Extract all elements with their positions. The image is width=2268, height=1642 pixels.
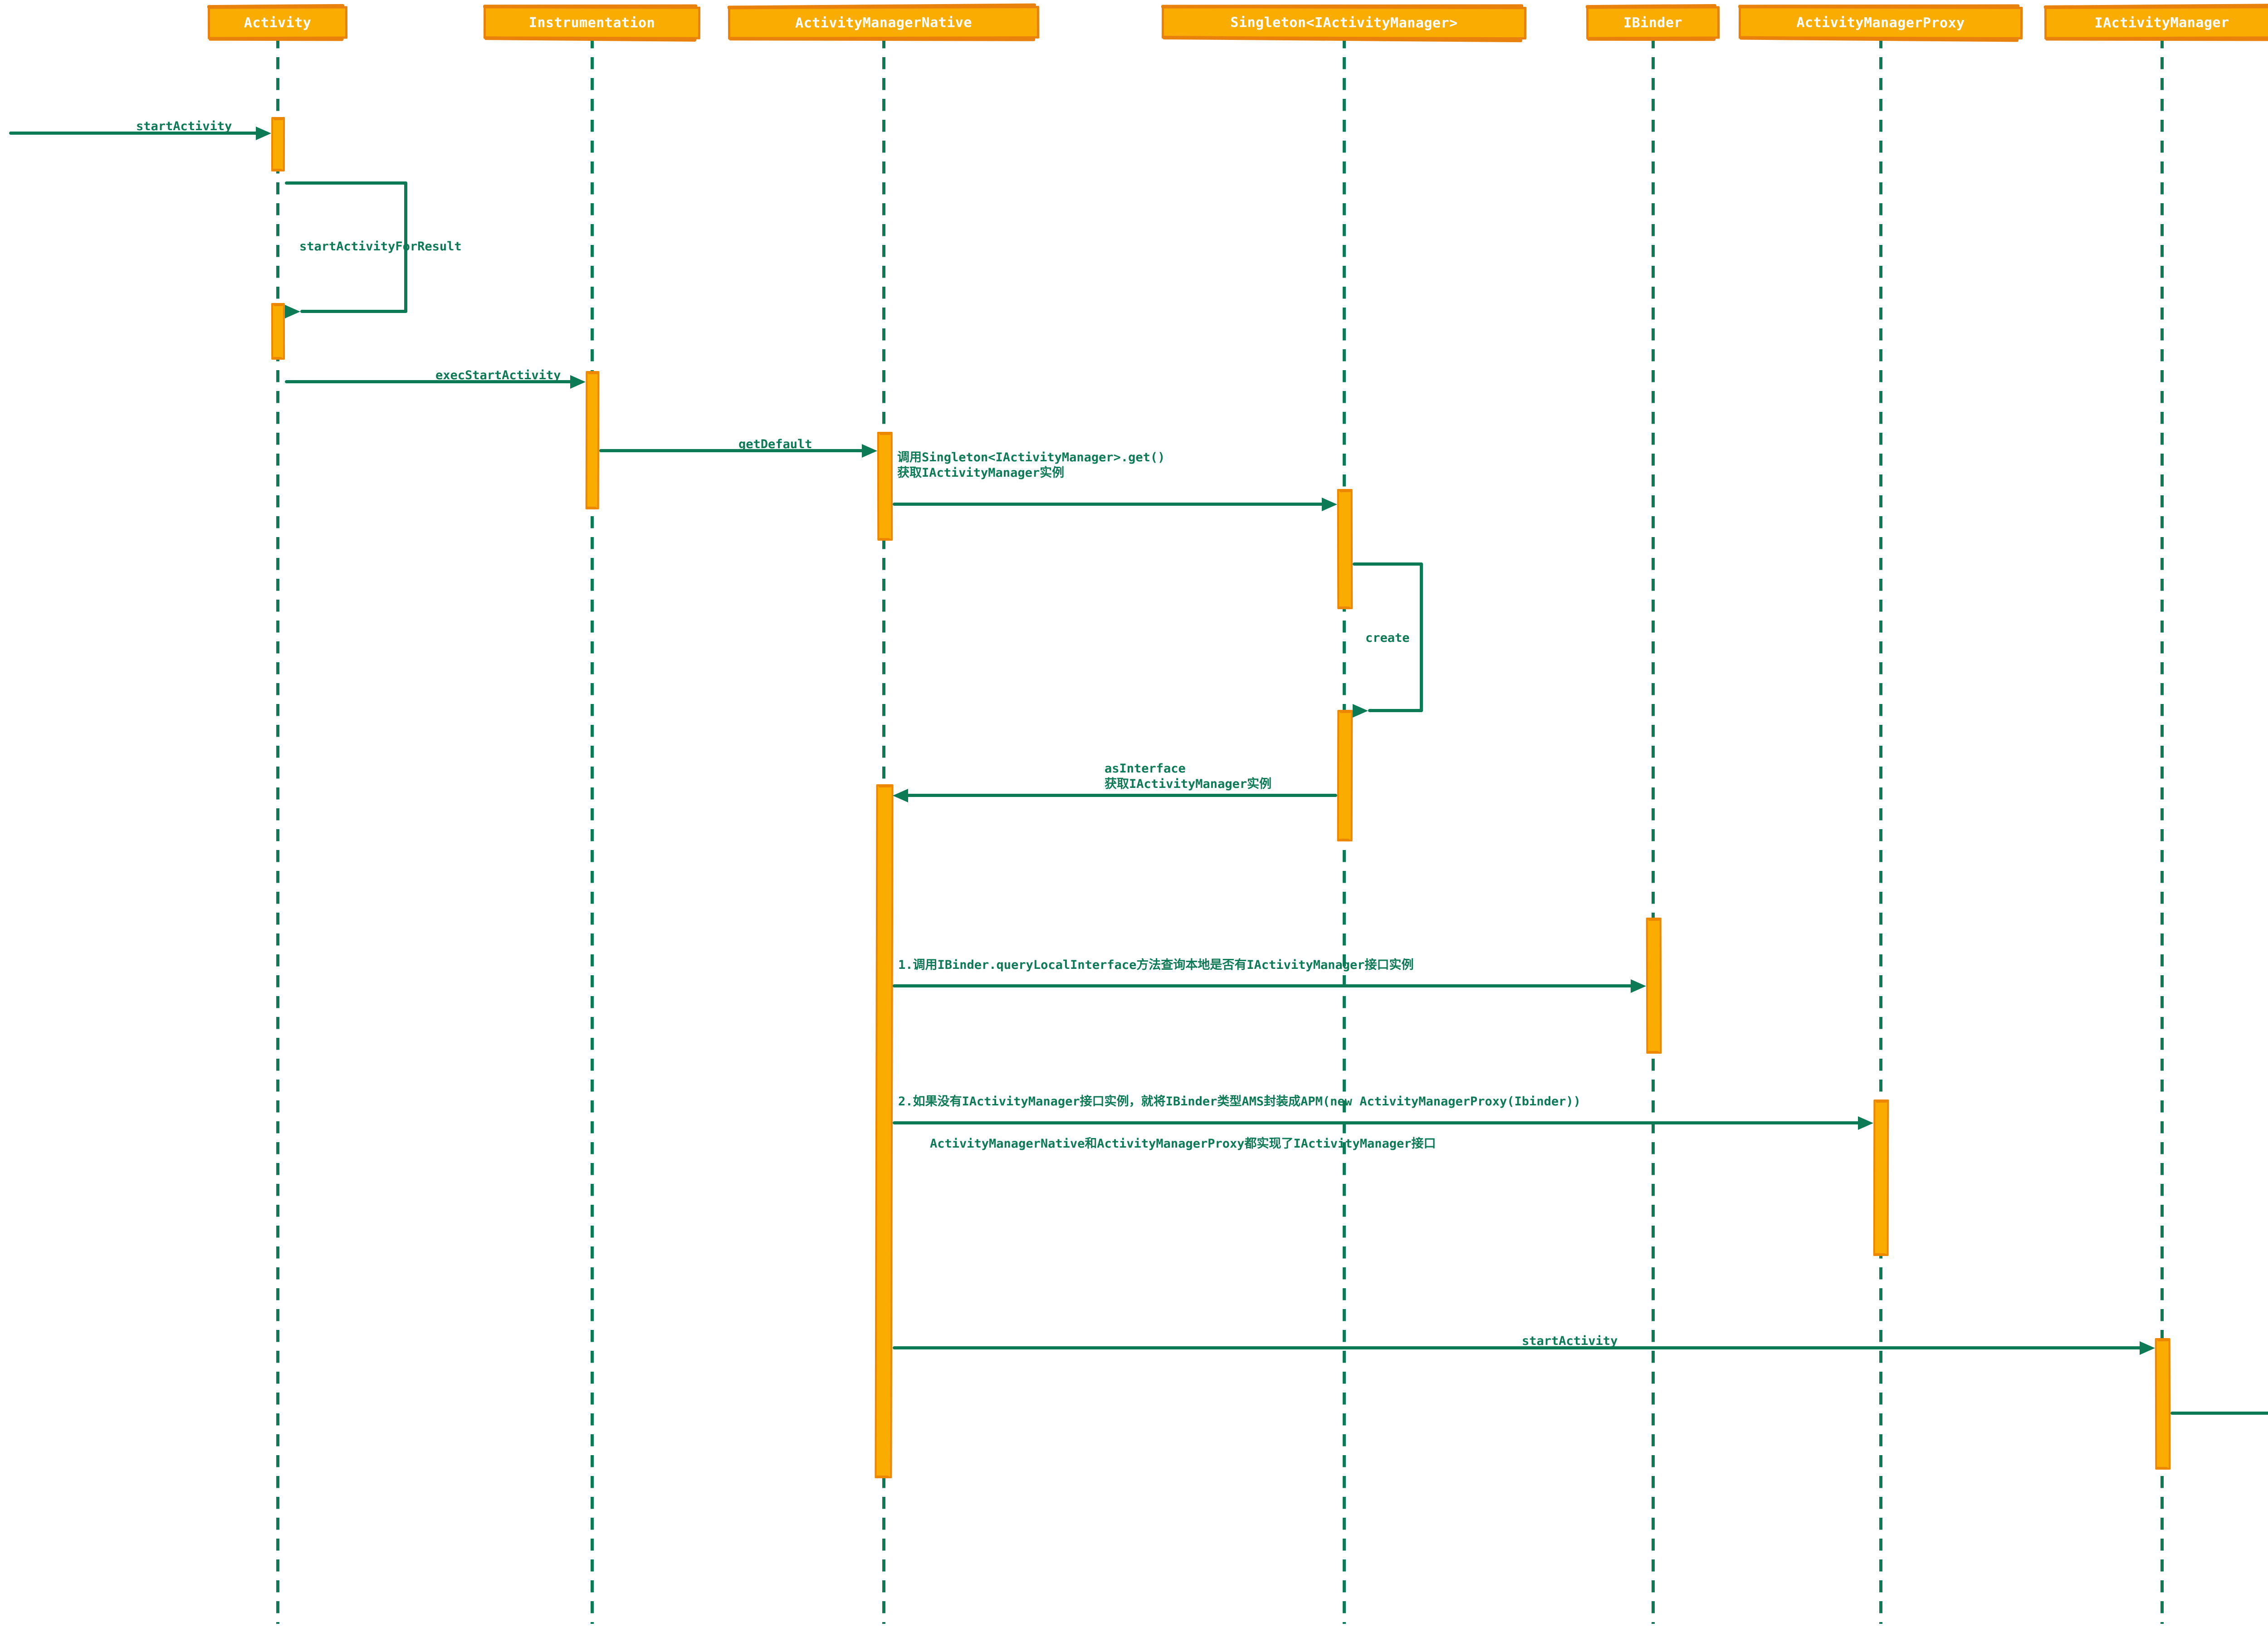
participant-activitymanagerproxy[interactable]: ActivityManagerProxy [1738,6,2023,39]
message-label-m5: 调用Singleton<IActivityManager>.get()获取IAc… [897,450,1165,481]
message-arrowhead [1322,498,1337,511]
participant-iactivitymanager[interactable]: IActivityManager [2044,6,2268,39]
message-line [893,1346,2141,1349]
activation-bar-activity [271,303,285,360]
participant-label: IBinder [1623,15,1683,31]
activation-bar-activitymanagerproxy [1873,1099,1889,1256]
message-arrowhead [893,789,908,802]
activation-bar-instrumentation [585,371,600,510]
message-label-m2: startActivityForResult [299,239,462,254]
self-message-arrowhead [285,305,300,318]
message-line [893,503,1324,506]
message-label-line: 1.调用IBinder.queryLocalInterface方法查询本地是否有… [898,958,1414,972]
activation-bar-iactivitymanager [2155,1338,2171,1470]
message-label-line: execStartActivity [435,368,561,382]
message-label-m1: startActivity [136,119,232,134]
message-line [9,132,258,135]
lifeline-activitymanagerproxy [1879,36,1882,1624]
message-line [893,984,1633,987]
message-note-m9: ActivityManagerNative和ActivityManagerPro… [930,1136,1436,1152]
lifeline-ibinder [1652,36,1655,1624]
message-label-line: 2.如果没有IActivityManager接口实例，就将IBinder类型AM… [898,1095,1581,1109]
self-message-top-segment [1353,562,1423,566]
message-label-line: asInterface [1105,762,1186,776]
message-label-line: 调用Singleton<IActivityManager>.get() [897,450,1165,464]
message-label-line: getDefault [738,437,812,451]
message-line [285,380,572,383]
lifeline-activity [276,36,279,1624]
self-message-bottom-segment [1368,709,1423,712]
message-label-line: startActivityForResult [299,239,462,254]
activation-bar-activitymanagernative [875,784,894,1479]
self-message-m6[interactable] [1353,562,1423,718]
participant-label: IActivityManager [2094,15,2229,31]
self-message-side-segment [1420,562,1423,712]
activation-bar-ibinder [1646,917,1662,1054]
participant-label: Singleton<IActivityManager> [1230,14,1458,31]
participant-label: Activity [244,15,312,31]
activation-bar-activitymanagernative [877,431,893,541]
message-label-line: 获取IActivityManager实例 [1105,777,1272,791]
message-note-line: ActivityManagerNative和ActivityManagerPro… [930,1137,1436,1151]
activation-bar-singleton [1337,709,1353,842]
message-arrowhead [2140,1341,2155,1355]
message-label-m3: execStartActivity [435,368,561,383]
message-label-m4: getDefault [738,437,812,452]
message-label-line: startActivity [1522,1334,1618,1348]
participant-label: ActivityManagerProxy [1796,14,1965,31]
message-arrowhead [1631,979,1646,993]
message-arrowhead [256,127,271,140]
participant-label: Instrumentation [528,15,655,31]
self-message-arrowhead [1353,704,1368,718]
message-label-line: startActivity [136,119,232,133]
participant-instrumentation[interactable]: Instrumentation [483,6,701,39]
message-label-m10: startActivity [1522,1334,1618,1349]
participant-singleton[interactable]: Singleton<IActivityManager> [1161,5,1527,40]
message-arrowhead [1858,1116,1873,1130]
message-line [599,449,864,452]
message-label-m8: 1.调用IBinder.queryLocalInterface方法查询本地是否有… [898,958,1414,973]
lifeline-instrumentation [591,36,594,1624]
message-label-line: 获取IActivityManager实例 [897,465,1065,480]
message-arrowhead [862,444,877,458]
self-message-bottom-segment [300,310,407,313]
message-line [906,794,1337,797]
participant-activitymanagernative[interactable]: ActivityManagerNative [728,5,1040,40]
participant-ibinder[interactable]: IBinder [1586,6,1720,39]
message-label-m6: create [1365,630,1410,646]
message-label-line: create [1365,631,1410,645]
participant-activity[interactable]: Activity [207,6,348,39]
self-message-side-segment [404,181,407,313]
message-arrowhead [570,375,586,389]
message-line [2170,1412,2268,1415]
message-label-m9: 2.如果没有IActivityManager接口实例，就将IBinder类型AM… [898,1094,1581,1109]
participant-label: ActivityManagerNative [795,14,972,31]
activation-bar-singleton [1337,489,1353,610]
activation-bar-activity [271,117,285,172]
message-line [893,1121,1860,1124]
self-message-m2[interactable] [285,181,407,318]
self-message-top-segment [285,181,407,185]
lifeline-iactivitymanager [2160,36,2164,1624]
